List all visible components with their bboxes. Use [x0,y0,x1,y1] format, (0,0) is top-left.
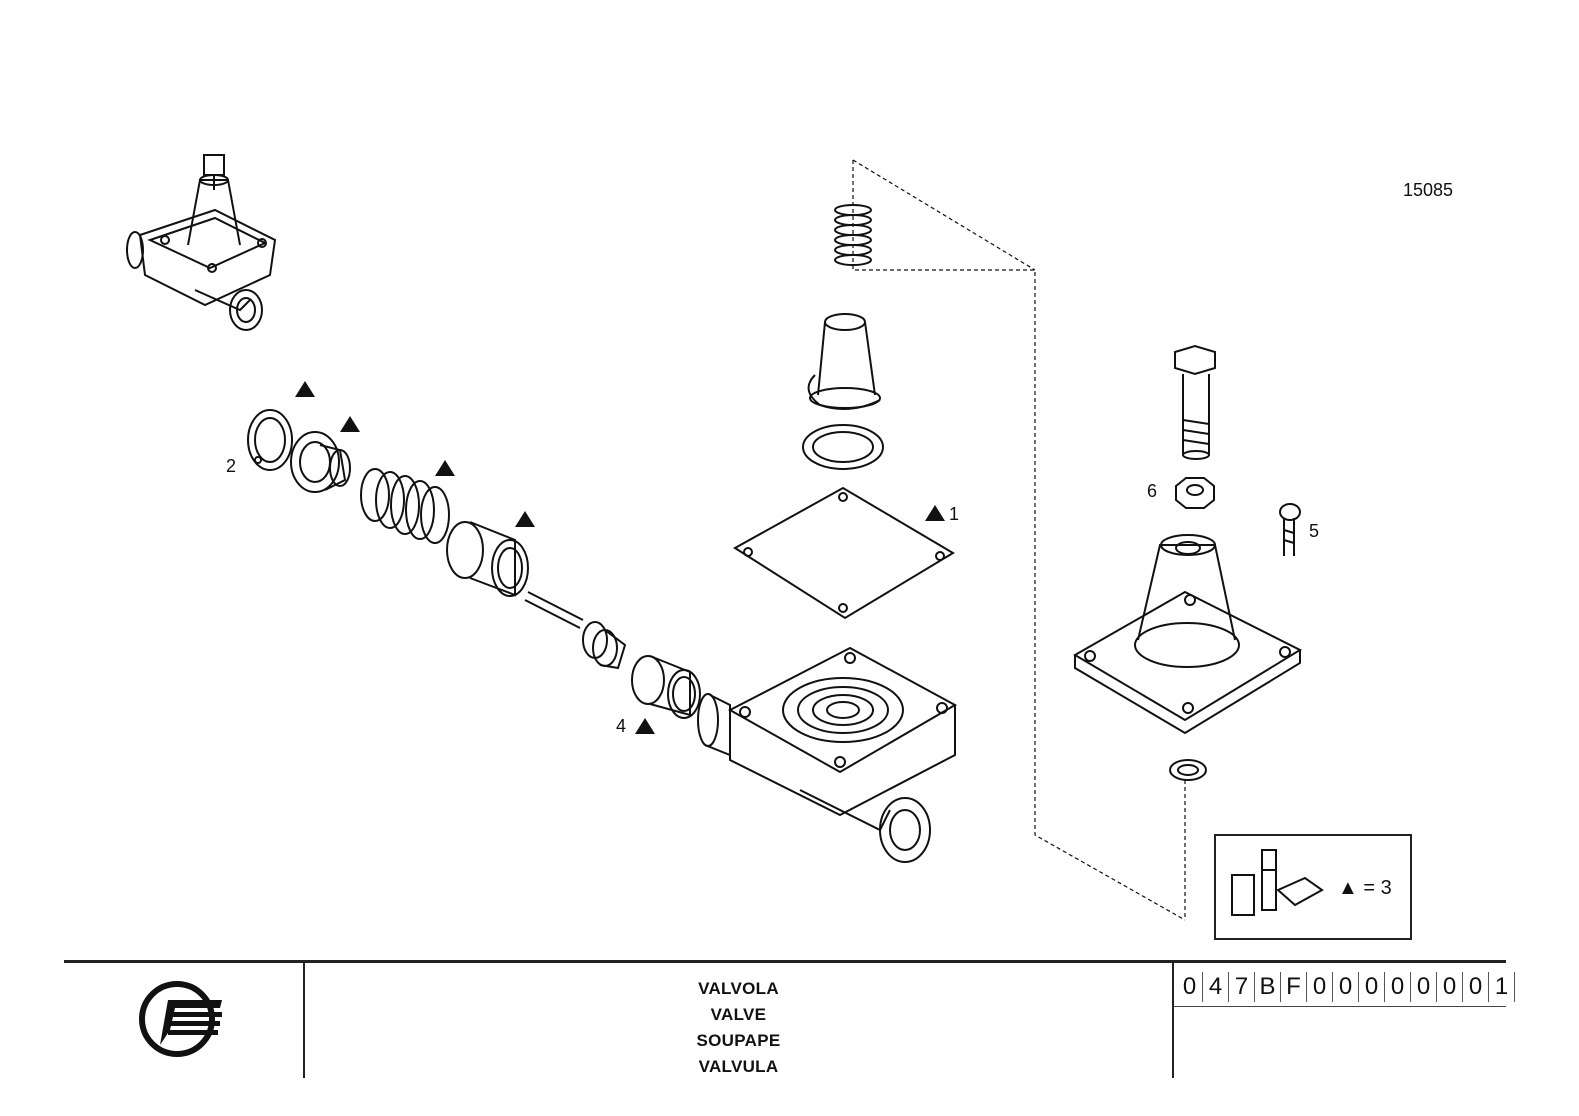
snap-ring [247,409,293,471]
code-char: 0 [1437,972,1463,1002]
code-char: 0 [1385,972,1411,1002]
callout-2: 2 [226,456,237,476]
code-char: 0 [1359,972,1385,1002]
seal-ring [802,424,884,470]
valve-stem [524,591,627,670]
flanged-bush [290,431,351,493]
kit-marker-1 [295,381,315,397]
part-name-es: VALVULA [698,1057,779,1076]
assembled-valve-thumbnail [126,154,277,331]
valve-cover [1073,534,1303,735]
kit-marker-6 [635,718,655,734]
assembly-dash-line [852,160,1186,921]
bottom-washer [1169,759,1207,781]
kit-marker-2 [340,416,360,432]
sleeve [446,521,529,597]
code-char: 0 [1177,972,1203,1002]
part-names: VALVOLA VALVE SOUPAPE VALVULA [305,976,1172,1080]
code-char: 0 [1307,972,1333,1002]
title-block: VALVOLA VALVE SOUPAPE VALVULA 0 4 7 B F … [64,960,1515,1116]
small-sleeve [631,655,701,719]
kit-marker-3 [435,460,455,476]
code-char: 0 [1411,972,1437,1002]
callout-5: 5 [1309,521,1320,541]
part-name-fr: SOUPAPE [696,1031,781,1050]
code-char: B [1255,972,1281,1002]
code-char: F [1281,972,1307,1002]
callout-1: 1 [949,504,960,524]
diaphragm-plate [733,486,955,620]
kit-legend-symbol: ▲ [1338,877,1358,899]
kit-legend-value: = 3 [1363,877,1392,899]
kit-marker-4 [515,511,535,527]
code-char: 1 [1489,972,1515,1002]
part-name-en: VALVE [710,1005,767,1024]
drawing-reference-number: 15085 [1403,180,1454,200]
bolt [1174,344,1216,460]
code-char: 7 [1229,972,1255,1002]
kit-legend-text: ▲ = 3 [1338,877,1392,900]
small-screw [1279,503,1301,556]
callout-4: 4 [616,716,627,736]
catalog-code: 0 4 7 B F 0 0 0 0 0 0 0 1 [1177,972,1515,1002]
code-char: 0 [1463,972,1489,1002]
valve-body [697,646,958,863]
cone-cap [807,313,881,410]
kit-legend-box [1214,834,1412,940]
manufacturer-logo [139,981,222,1057]
kit-marker-5 [925,505,945,521]
kit-icon [1231,849,1324,916]
hex-nut [1175,477,1215,509]
part-name-it: VALVOLA [698,979,779,998]
large-spring [360,468,450,544]
upper-spring [834,204,872,266]
code-char: 4 [1203,972,1229,1002]
code-char: 0 [1333,972,1359,1002]
callout-6: 6 [1147,481,1158,501]
